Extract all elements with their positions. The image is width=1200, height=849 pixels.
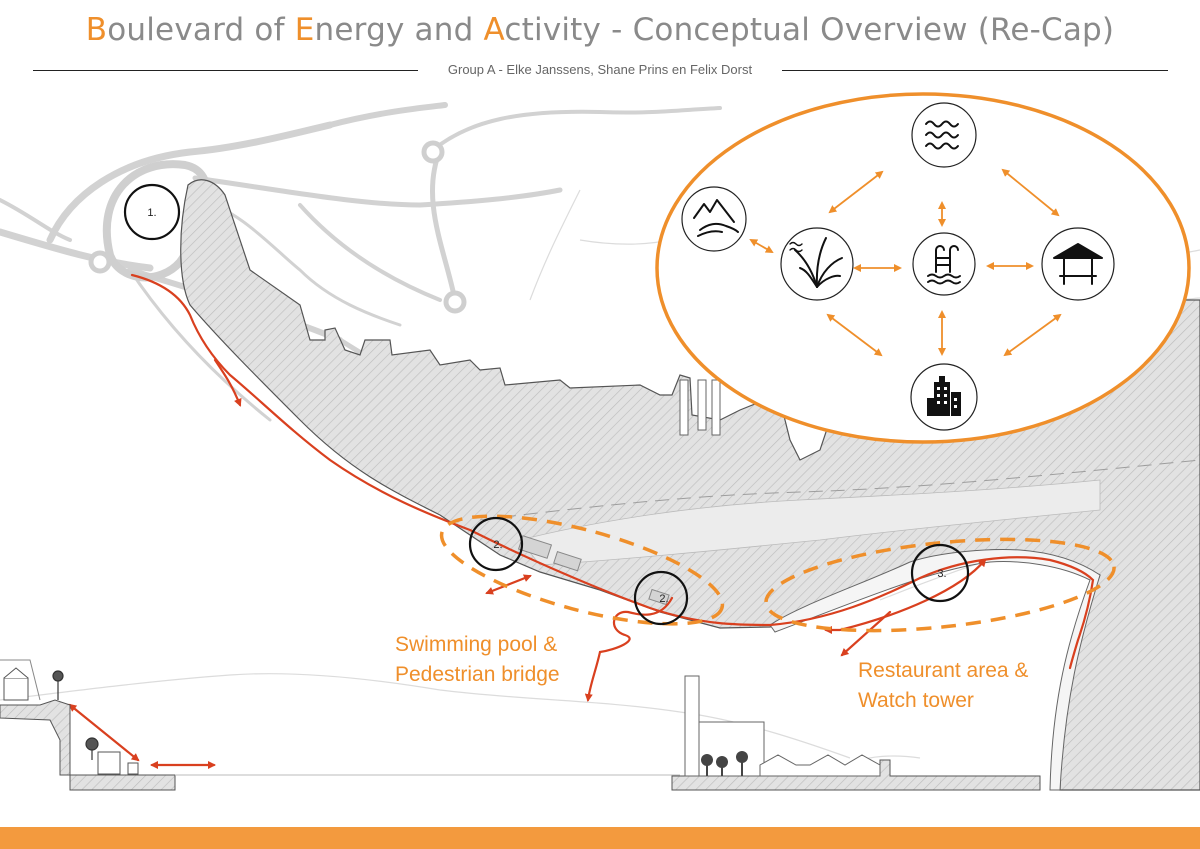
swimming-pool-icon (927, 245, 961, 285)
site-markers (123, 183, 970, 626)
waterfront-buildings (517, 535, 670, 606)
city-buildings-icon (927, 376, 961, 416)
marker-1-label: 1. (147, 207, 156, 219)
route-line (68, 273, 1095, 769)
group-credits: Group A - Elke Janssens, Shane Prins en … (447, 62, 753, 77)
label-swimming-pool: Swimming pool & Pedestrian bridge (395, 630, 560, 690)
south-bank (769, 549, 1101, 791)
label-pool-line1: Swimming pool & (395, 633, 558, 656)
marker-2a-label: 2. (493, 539, 502, 551)
piers (679, 379, 721, 436)
header-rule-right (782, 70, 1168, 71)
pavilion-icon (1053, 243, 1103, 285)
label-restaurant-line1: Restaurant area & (858, 659, 1029, 682)
page-title: Boulevard of Energy and Activity - Conce… (85, 12, 1115, 48)
waves-icon (925, 120, 959, 150)
zone-restaurant (764, 537, 1116, 633)
marker-2b-label: 2. (659, 593, 668, 605)
river-centerline (479, 459, 1200, 521)
header-rule-left (33, 70, 418, 71)
palm-trees (52, 670, 99, 760)
label-restaurant-line2: Watch tower (858, 689, 974, 712)
concept-diagram (655, 92, 1191, 444)
marker-3-label: 3. (937, 568, 946, 580)
footer-bar (0, 827, 1200, 849)
label-pool-line2: Pedestrian bridge (395, 663, 560, 686)
mountain-river-icon (693, 199, 739, 237)
reeds-icon (789, 237, 843, 288)
river-channel (519, 479, 1101, 566)
section-elevation (0, 659, 1041, 791)
roundabouts (88, 140, 467, 314)
label-restaurant-area: Restaurant area & Watch tower (858, 656, 1028, 716)
zone-swimming-pool (439, 514, 725, 626)
